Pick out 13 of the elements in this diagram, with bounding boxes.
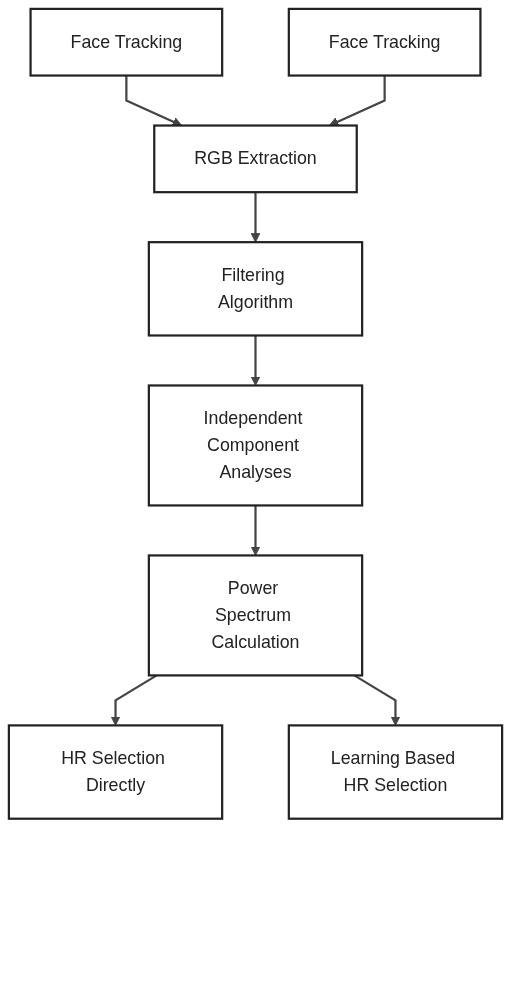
node-box: Power Spectrum Calculation bbox=[147, 554, 364, 677]
node-box: Independent Component Analyses bbox=[147, 384, 364, 507]
arrow bbox=[353, 674, 401, 726]
node-box: Face Tracking bbox=[287, 7, 482, 77]
node-box: Face Tracking bbox=[29, 7, 224, 77]
node-box: Learning Based HR Selection bbox=[287, 724, 504, 820]
arrow bbox=[250, 505, 261, 556]
arrow bbox=[250, 335, 261, 386]
node-box: Filtering Algorithm bbox=[147, 241, 364, 337]
node-box: RGB Extraction bbox=[153, 124, 358, 194]
arrow bbox=[250, 192, 261, 243]
node-box: HR Selection Directly bbox=[7, 724, 224, 820]
arrow bbox=[110, 674, 158, 726]
